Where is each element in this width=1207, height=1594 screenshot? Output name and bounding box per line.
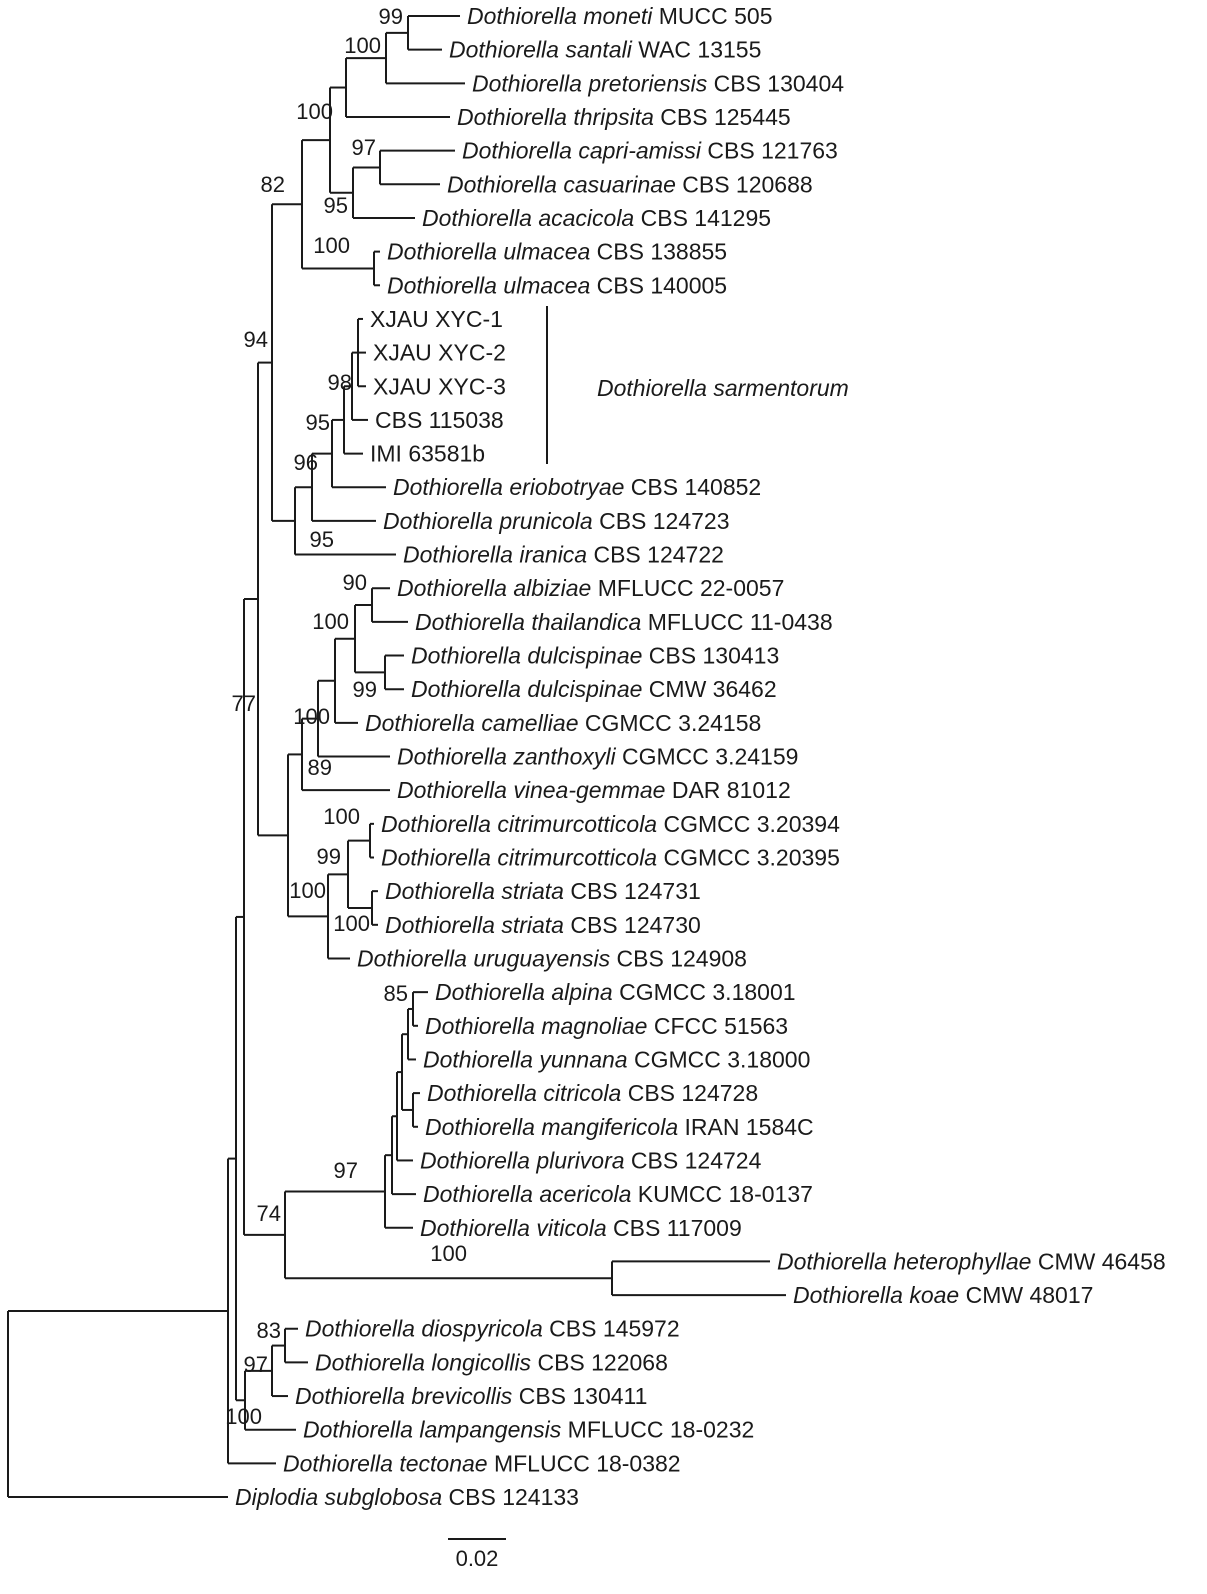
- bootstrap-value: 85: [384, 981, 408, 1006]
- taxon-label: Dothiorella citricola CBS 124728: [427, 1080, 758, 1106]
- taxon-label: Dothiorella yunnana CGMCC 3.18000: [423, 1046, 810, 1072]
- bootstrap-value: 100: [344, 33, 381, 58]
- taxon-label: Dothiorella thripsita CBS 125445: [457, 104, 791, 130]
- bootstrap-value: 82: [261, 172, 285, 197]
- bootstrap-value: 97: [352, 135, 376, 160]
- bootstrap-value: 100: [430, 1241, 467, 1266]
- taxon-label: Dothiorella tectonae MFLUCC 18-0382: [283, 1450, 681, 1476]
- taxon-label: Dothiorella citrimurcotticola CGMCC 3.20…: [381, 811, 840, 837]
- taxon-label: CBS 115038: [375, 407, 504, 433]
- taxon-label: Dothiorella zanthoxyli CGMCC 3.24159: [397, 744, 798, 770]
- taxon-label: Dothiorella camelliae CGMCC 3.24158: [365, 710, 761, 736]
- bootstrap-value: 77: [232, 691, 256, 716]
- taxon-label: Diplodia subglobosa CBS 124133: [235, 1484, 579, 1510]
- taxon-label: Dothiorella ulmacea CBS 140005: [387, 272, 727, 298]
- bootstrap-value: 100: [312, 609, 349, 634]
- bootstrap-value: 97: [244, 1352, 268, 1377]
- taxon-label: Dothiorella citrimurcotticola CGMCC 3.20…: [381, 845, 840, 871]
- taxon-label: Dothiorella acacicola CBS 141295: [422, 205, 771, 231]
- bootstrap-value: 99: [353, 677, 377, 702]
- taxon-label: XJAU XYC-3: [373, 373, 506, 399]
- bootstrap-value: 95: [310, 527, 334, 552]
- taxon-label: Dothiorella magnoliae CFCC 51563: [425, 1013, 788, 1039]
- taxon-label: Dothiorella lampangensis MFLUCC 18-0232: [303, 1417, 754, 1443]
- taxon-label: IMI 63581b: [370, 441, 485, 467]
- taxon-label: Dothiorella mangifericola IRAN 1584C: [425, 1114, 814, 1140]
- bootstrap-value: 74: [257, 1201, 281, 1226]
- taxon-label: Dothiorella albiziae MFLUCC 22-0057: [397, 575, 784, 601]
- bootstrap-value: 90: [343, 570, 367, 595]
- taxon-label: Dothiorella santali WAC 13155: [449, 37, 761, 63]
- taxon-label: Dothiorella longicollis CBS 122068: [315, 1349, 668, 1375]
- taxon-label: Dothiorella plurivora CBS 124724: [420, 1147, 762, 1173]
- taxon-label: Dothiorella koae CMW 48017: [793, 1282, 1093, 1308]
- bootstrap-value: 83: [257, 1318, 281, 1343]
- taxon-label: Dothiorella dulcispinae CBS 130413: [411, 643, 779, 669]
- taxon-label: Dothiorella pretoriensis CBS 130404: [472, 70, 844, 96]
- bootstrap-value: 100: [323, 804, 360, 829]
- bootstrap-value: 100: [293, 704, 330, 729]
- taxon-label: Dothiorella moneti MUCC 505: [467, 3, 773, 29]
- bootstrap-value: 100: [225, 1404, 262, 1429]
- scale-bar-label: 0.02: [456, 1546, 499, 1571]
- taxon-label: Dothiorella alpina CGMCC 3.18001: [435, 979, 796, 1005]
- taxon-label: XJAU XYC-1: [370, 306, 503, 332]
- bootstrap-value: 95: [306, 410, 330, 435]
- bootstrap-value: 98: [328, 370, 352, 395]
- bootstrap-value: 99: [317, 844, 341, 869]
- bootstrap-value: 97: [334, 1158, 358, 1183]
- bootstrap-value: 99: [379, 4, 403, 29]
- clade-annotation-label: Dothiorella sarmentorum: [597, 375, 849, 401]
- taxon-label: Dothiorella diospyricola CBS 145972: [305, 1316, 680, 1342]
- bootstrap-value: 94: [244, 327, 268, 352]
- bootstrap-value: 96: [294, 450, 318, 475]
- taxon-label: Dothiorella eriobotryae CBS 140852: [393, 474, 761, 500]
- taxon-label: Dothiorella prunicola CBS 124723: [383, 508, 730, 534]
- taxon-label: Dothiorella thailandica MFLUCC 11-0438: [415, 609, 833, 635]
- taxon-label: Dothiorella striata CBS 124731: [385, 878, 701, 904]
- bootstrap-value: 100: [289, 878, 326, 903]
- taxon-label: Dothiorella casuarinae CBS 120688: [447, 171, 813, 197]
- taxon-label: Dothiorella dulcispinae CMW 36462: [411, 676, 777, 702]
- taxon-label: Dothiorella acericola KUMCC 18-0137: [423, 1181, 813, 1207]
- taxon-label: Dothiorella viticola CBS 117009: [420, 1215, 742, 1241]
- taxon-label: XJAU XYC-2: [373, 340, 506, 366]
- taxon-label: Dothiorella brevicollis CBS 130411: [295, 1383, 647, 1409]
- taxon-label: Dothiorella heterophyllae CMW 46458: [777, 1248, 1166, 1274]
- bootstrap-value: 100: [313, 233, 350, 258]
- taxon-label: Dothiorella capri-amissi CBS 121763: [462, 138, 838, 164]
- taxon-label: Dothiorella iranica CBS 124722: [403, 542, 724, 568]
- taxon-label: Dothiorella uruguayensis CBS 124908: [357, 945, 747, 971]
- bootstrap-value: 95: [324, 193, 348, 218]
- taxon-label: Dothiorella vinea-gemmae DAR 81012: [397, 777, 791, 803]
- taxon-label: Dothiorella striata CBS 124730: [385, 912, 701, 938]
- bootstrap-value: 89: [308, 755, 332, 780]
- bootstrap-value: 100: [333, 911, 370, 936]
- taxon-label: Dothiorella ulmacea CBS 138855: [387, 239, 727, 265]
- bootstrap-value: 100: [296, 99, 333, 124]
